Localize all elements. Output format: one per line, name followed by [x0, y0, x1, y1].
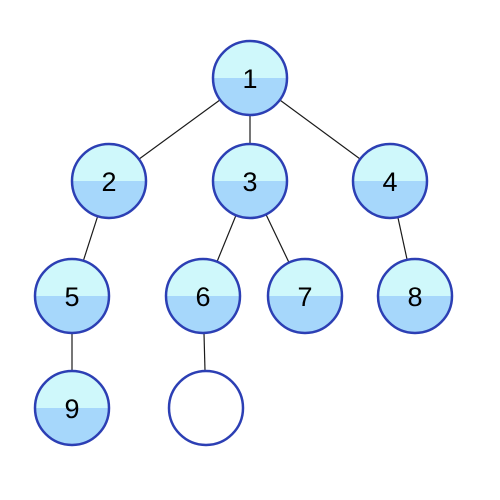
node-circle: [70, 142, 148, 220]
tree-node-1: 1: [211, 39, 289, 117]
tree-node-2: 2: [70, 142, 148, 220]
node-circle: [33, 257, 111, 335]
node-layer: 1 2 3 4 5 6 7 8 9: [33, 39, 454, 447]
tree-node-5: 5: [33, 257, 111, 335]
node-circle: [33, 369, 111, 447]
node-circle: [211, 39, 289, 117]
tree-node-6: 6: [164, 257, 242, 335]
node-label: 2: [101, 167, 116, 197]
tree-node-empty: [167, 369, 245, 447]
node-circle: [351, 142, 429, 220]
node-circle: [211, 142, 289, 220]
node-label: 9: [64, 394, 79, 424]
node-label: 7: [297, 282, 312, 312]
node-label: 6: [195, 282, 210, 312]
node-circle: [376, 257, 454, 335]
node-circle: [167, 369, 245, 447]
node-label: 1: [242, 64, 257, 94]
node-label: 8: [407, 282, 422, 312]
node-circle: [266, 257, 344, 335]
node-label: 3: [242, 167, 257, 197]
tree-node-7: 7: [266, 257, 344, 335]
node-label: 4: [382, 167, 397, 197]
tree-node-4: 4: [351, 142, 429, 220]
tree-node-9: 9: [33, 369, 111, 447]
tree-node-8: 8: [376, 257, 454, 335]
node-circle: [164, 257, 242, 335]
node-label: 5: [64, 282, 79, 312]
tree-node-3: 3: [211, 142, 289, 220]
edge-layer: [71, 77, 416, 409]
